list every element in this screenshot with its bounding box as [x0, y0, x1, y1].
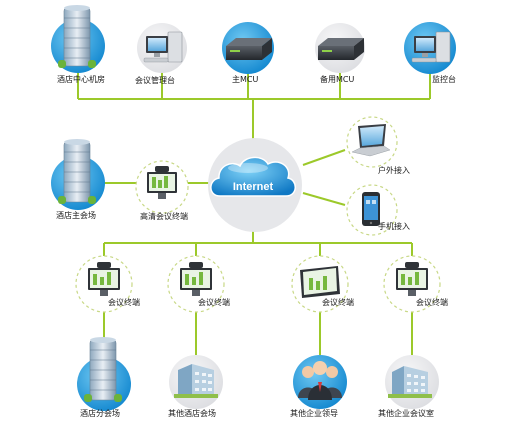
enterprise-leaders-node — [293, 355, 347, 409]
label-terminal-4: 会议终端 — [416, 298, 448, 307]
mobile-access-node — [346, 184, 398, 236]
video-terminal-icon — [180, 262, 212, 296]
server-tower-icon — [58, 5, 96, 68]
label-backup-mcu: 备用MCU — [320, 75, 355, 84]
desktop-computer-icon — [143, 31, 183, 63]
internet-cloud-node: Internet — [208, 138, 302, 232]
terminal-4-node — [383, 255, 441, 313]
connection-lines — [77, 72, 431, 355]
cloud-icon — [210, 156, 296, 197]
hotel-main-venue-node — [51, 139, 105, 210]
label-other-hotel-venue: 其他酒店会场 — [168, 409, 216, 418]
label-terminal-3: 会议终端 — [322, 298, 354, 307]
video-terminal-icon — [147, 166, 177, 199]
phone-link-line — [302, 192, 346, 206]
label-mobile-access: 手机接入 — [378, 222, 410, 231]
server-tower-icon — [58, 139, 96, 204]
laptop-icon — [351, 124, 391, 157]
mcu-device-icon — [226, 38, 272, 60]
label-monitor-station: 监控台 — [432, 75, 456, 84]
label-outdoor-access: 户外接入 — [378, 166, 410, 175]
backup-mcu-node — [315, 23, 365, 73]
other-hotel-venue-node — [169, 355, 223, 409]
monitor-station-node — [404, 22, 456, 74]
video-terminal-icon — [88, 262, 120, 296]
video-terminal-icon — [396, 262, 428, 296]
label-hotel-datacenter: 酒店中心机房 — [57, 75, 105, 84]
internet-label: Internet — [233, 181, 274, 193]
server-tower-icon — [84, 337, 122, 402]
meeting-mgmt-node — [137, 23, 187, 73]
building-icon — [174, 364, 218, 398]
terminal-2-node — [167, 255, 225, 313]
label-enterprise-room: 其他企业会议室 — [378, 409, 434, 418]
terminal-1-node — [75, 255, 133, 313]
desktop-computer-icon — [411, 31, 451, 63]
label-terminal-1: 会议终端 — [108, 298, 140, 307]
tablet-terminal-icon — [300, 266, 340, 298]
laptop-link-line — [302, 149, 346, 166]
label-enterprise-leaders: 其他企业领导 — [290, 409, 338, 418]
hotel-branch-venue-node — [77, 337, 131, 411]
label-terminal-2: 会议终端 — [198, 298, 230, 307]
people-icon — [298, 361, 342, 400]
label-hotel-main-venue: 酒店主会场 — [56, 211, 96, 220]
enterprise-room-node — [385, 355, 439, 409]
label-hotel-branch-venue: 酒店分会场 — [80, 409, 120, 418]
main-mcu-node — [222, 22, 274, 74]
terminal-3-node — [291, 255, 349, 313]
smartphone-icon — [362, 192, 380, 226]
hd-terminal-node — [135, 160, 189, 214]
hotel-datacenter-node — [51, 5, 105, 73]
label-meeting-mgmt: 会议管理台 — [135, 76, 175, 85]
label-hd-terminal: 高清会议终端 — [140, 212, 188, 221]
outdoor-access-node — [346, 116, 398, 168]
mcu-device-icon — [318, 38, 364, 60]
building-icon — [388, 366, 432, 398]
label-main-mcu: 主MCU — [232, 75, 259, 84]
